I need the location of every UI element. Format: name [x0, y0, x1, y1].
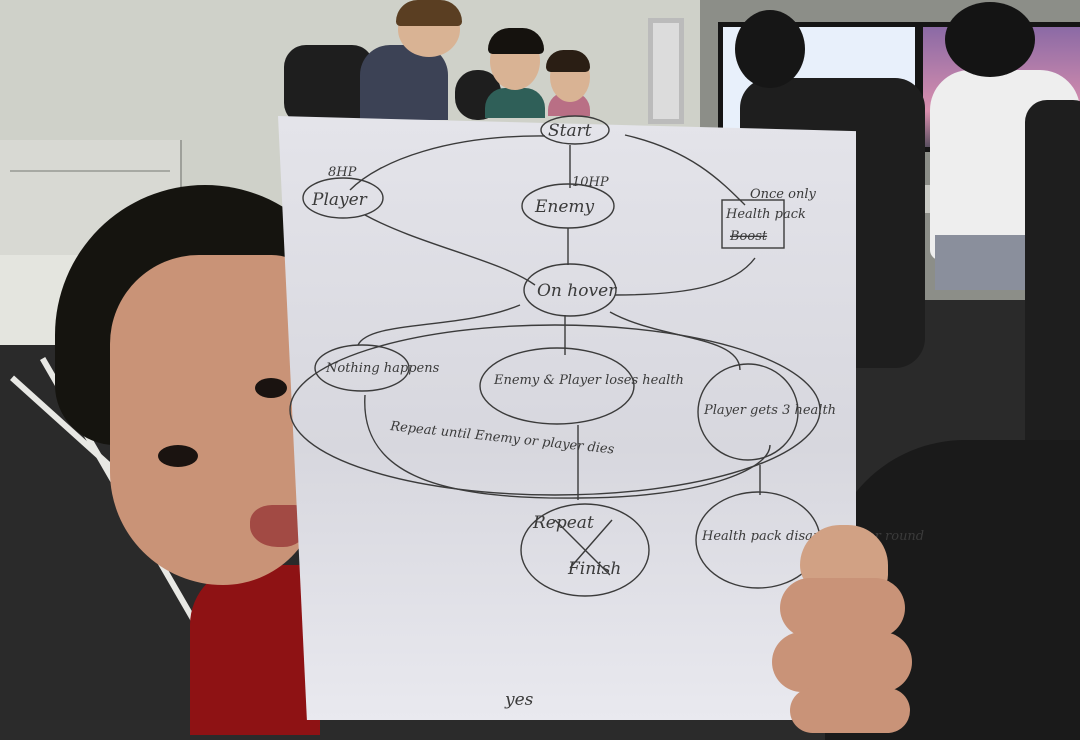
boy-red-shirt — [190, 565, 320, 735]
hand-finger — [772, 632, 912, 692]
hand-finger — [780, 578, 905, 638]
office-chair — [1025, 100, 1080, 500]
hand-drawn-flowchart-paper — [278, 116, 856, 720]
boy-eye — [255, 378, 287, 398]
monitor-back — [648, 18, 684, 124]
hand-finger — [790, 688, 910, 733]
office-chair — [284, 45, 374, 125]
boy-mouth — [250, 505, 305, 547]
boy-eye — [158, 445, 198, 467]
